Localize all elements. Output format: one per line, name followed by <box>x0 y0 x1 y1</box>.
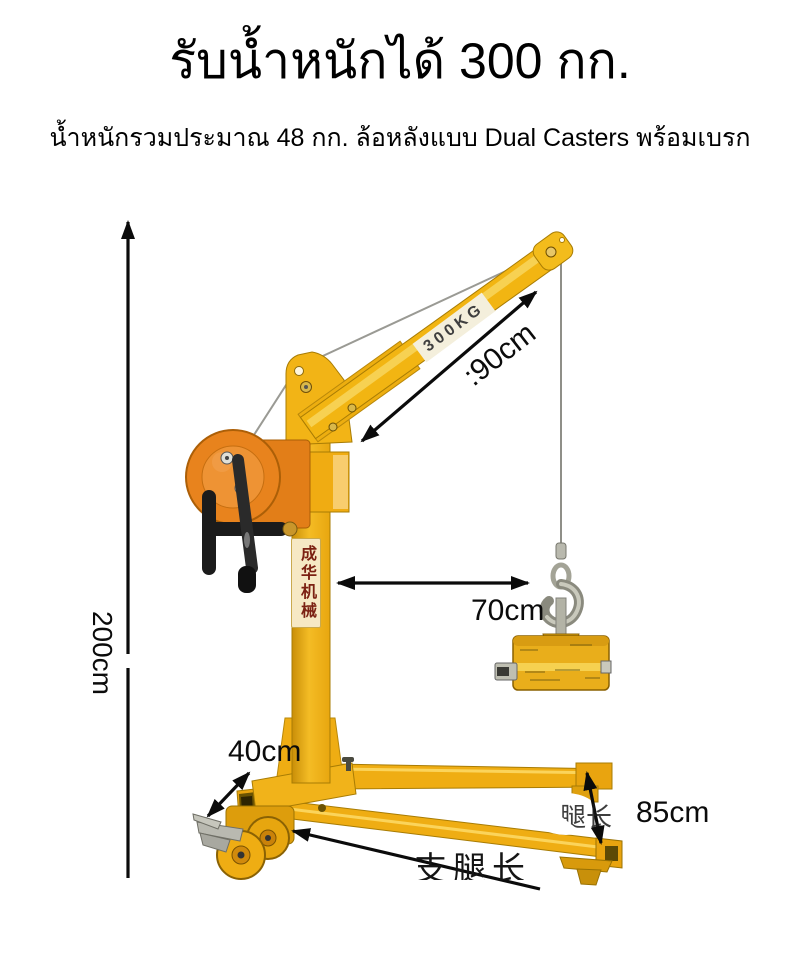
page-subtitle: น้ำหนักรวมประมาณ 48 กก. ล้อหลังแบบ Dual … <box>49 124 751 152</box>
reach-dimension-label: 70cm <box>471 594 545 627</box>
page-title: รับน้ำหนักได้ 300 กก. <box>169 33 631 89</box>
white-patch <box>533 793 599 835</box>
brake-lever <box>192 813 244 853</box>
leg-caption-partial: 腿长 <box>560 802 613 832</box>
support-leg-caption-cutoff: 支腿长 <box>414 850 531 880</box>
leg-length-dimension-label: 85cm <box>636 796 710 829</box>
dimension-arrows <box>121 220 605 891</box>
height-dimension-label: 200cm <box>87 610 118 696</box>
rear-width-dimension-label: 40cm <box>228 735 302 768</box>
hand-winch <box>185 429 311 593</box>
hook-and-lifter <box>494 542 612 691</box>
boom-length-arrow <box>360 290 538 443</box>
brand-plate-text: 成华机械 <box>298 545 315 621</box>
rear-width-arrow <box>206 771 251 818</box>
crank-handle <box>232 454 258 593</box>
support-leg-pointer-arrow <box>291 828 541 891</box>
leg-length-arrow <box>583 771 605 845</box>
dual-caster-wheels <box>192 805 295 880</box>
brand-plate: 成华机械 <box>291 538 321 628</box>
